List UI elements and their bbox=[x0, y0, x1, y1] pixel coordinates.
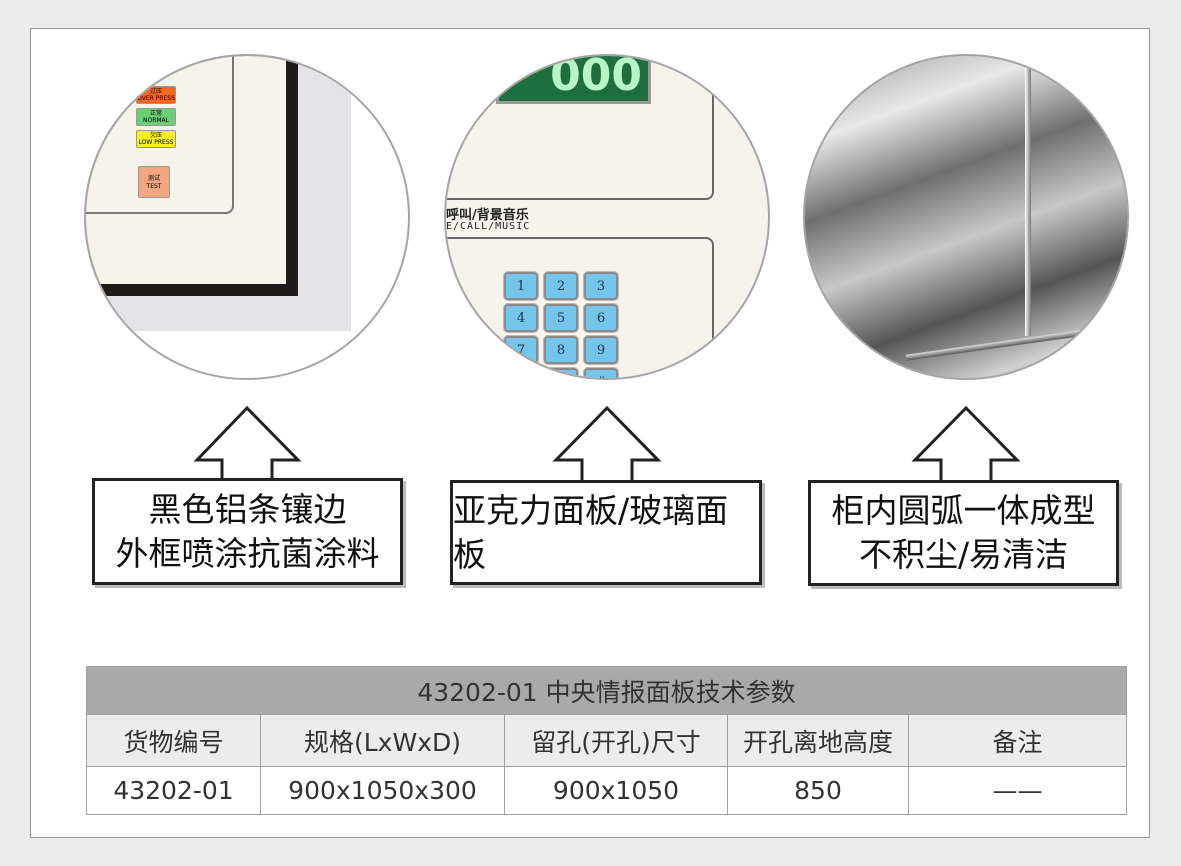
label: NORMAL bbox=[142, 117, 169, 124]
cell-spec: 900x1050x300 bbox=[260, 766, 505, 815]
detail-cabinet-interior bbox=[803, 54, 1129, 380]
cell-cutout: 900x1050 bbox=[504, 766, 728, 815]
keypad-key: 1 bbox=[503, 271, 539, 301]
call-music-label-en: E/CALL/MUSIC bbox=[446, 221, 531, 232]
label: 测试 bbox=[147, 175, 160, 182]
led-display: 000 bbox=[496, 56, 651, 104]
label: 欠压 bbox=[149, 132, 162, 139]
keypad-key: 2 bbox=[543, 271, 579, 301]
header-cutout: 留孔(开孔)尺寸 bbox=[504, 714, 728, 767]
keypad-key: 0 bbox=[543, 367, 579, 378]
header-spec: 规格(LxWxD) bbox=[260, 714, 505, 767]
keypad-key: 4 bbox=[503, 303, 539, 333]
spec-table: 43202-01 中央情报面板技术参数 货物编号 规格(LxWxD) 留孔(开孔… bbox=[86, 666, 1127, 815]
label: TEST bbox=[146, 183, 162, 190]
caption-cabinet-interior: 柜内圆弧一体成型 不积尘/易清洁 bbox=[808, 480, 1119, 586]
cell-item-no: 43202-01 bbox=[86, 766, 261, 815]
table-row: 43202-01 900x1050x300 900x1050 850 —— bbox=[86, 766, 1127, 815]
caption-line: 亚克力面板/玻璃面板 bbox=[453, 490, 729, 574]
caption-line: 外框喷涂抗菌涂料 bbox=[115, 533, 380, 573]
header-item-no: 货物编号 bbox=[86, 714, 261, 767]
keypad-key: # bbox=[583, 367, 619, 378]
caption-line: 柜内圆弧一体成型 bbox=[831, 491, 1096, 530]
caption-frame-edge: 黑色铝条镶边 外框喷涂抗菌涂料 bbox=[92, 478, 403, 585]
detail-acrylic-panel: 000 呼叫/背景音乐 E/CALL/MUSIC 123 456 789 * 0 # bbox=[444, 54, 770, 380]
caption-line: 不积尘/易清洁 bbox=[858, 535, 1069, 574]
label: 过压 bbox=[149, 88, 162, 95]
label: 正常 bbox=[149, 110, 162, 117]
caption-acrylic-panel: 亚克力面板/玻璃面板 bbox=[450, 480, 762, 585]
header-height: 开孔离地高度 bbox=[727, 714, 909, 767]
caption-line: 黑色铝条镶边 bbox=[148, 489, 347, 529]
keypad-key: 7 bbox=[503, 335, 539, 365]
keypad-key: 3 bbox=[583, 271, 619, 301]
table-title: 43202-01 中央情报面板技术参数 bbox=[86, 666, 1127, 715]
keypad-key: 5 bbox=[543, 303, 579, 333]
keypad-key: 6 bbox=[583, 303, 619, 333]
cell-notes: —— bbox=[908, 766, 1127, 815]
header-notes: 备注 bbox=[908, 714, 1127, 767]
label: LOW PRESS bbox=[138, 139, 174, 146]
label: OVER PRESS bbox=[137, 95, 175, 102]
cell-height: 850 bbox=[727, 766, 909, 815]
keypad-key: * bbox=[503, 367, 539, 378]
keypad-key: 8 bbox=[543, 335, 579, 365]
keypad-key: 9 bbox=[583, 335, 619, 365]
call-music-label-cn: 呼叫/背景音乐 bbox=[446, 208, 529, 223]
